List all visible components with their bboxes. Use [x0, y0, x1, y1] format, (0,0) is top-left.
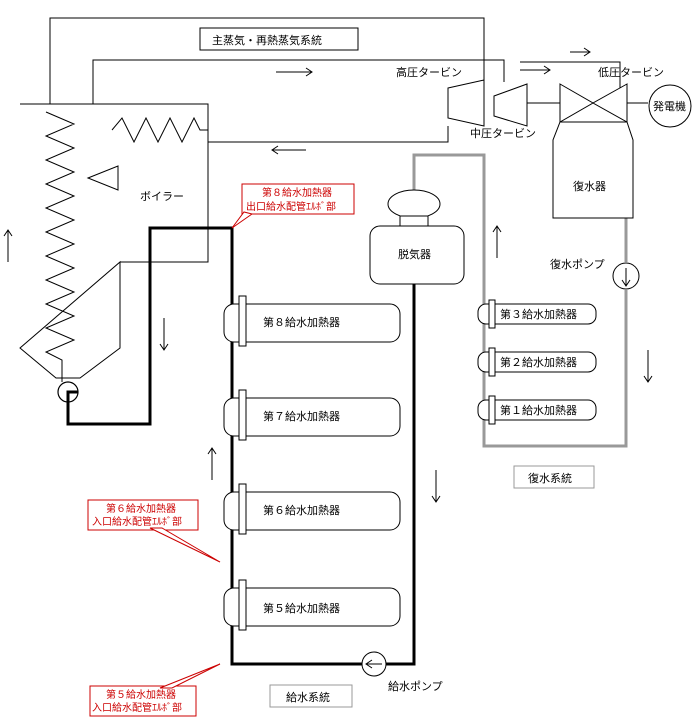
svg-text:出口給水配管ｴﾙﾎﾞ部: 出口給水配管ｴﾙﾎﾞ部	[246, 200, 336, 213]
condensate-pump: 復水ポンプ	[550, 258, 640, 290]
superheater-coil	[44, 111, 76, 382]
arrow-up-icon	[3, 229, 13, 262]
condenser: 復水器	[552, 121, 634, 219]
ip-turbine: 中圧タービン	[470, 83, 536, 140]
heater-5: 第５給水加熱器	[223, 579, 401, 631]
svg-text:第８給水加熱器: 第８給水加熱器	[263, 315, 340, 329]
arrow-down-icon	[431, 470, 441, 503]
callout-heater6-inlet: 第６給水加熱器 入口給水配管ｴﾙﾎﾞ部	[87, 499, 221, 563]
svg-text:第５給水加熱器: 第５給水加熱器	[106, 688, 176, 701]
svg-text:復水ポンプ: 復水ポンプ	[550, 258, 605, 271]
callout-heater8-outlet: 第８給水加熱器 出口給水配管ｴﾙﾎﾞ部	[231, 183, 355, 229]
callout-heater5-inlet: 第５給水加熱器 入口給水配管ｴﾙﾎﾞ部	[89, 663, 221, 717]
svg-text:第６給水加熱器: 第６給水加熱器	[106, 502, 176, 515]
hp-turbine: 高圧タービン	[396, 65, 485, 127]
svg-text:給水ポンプ: 給水ポンプ	[388, 679, 443, 693]
svg-text:第５給水加熱器: 第５給水加熱器	[263, 601, 340, 615]
lp-heaters: 第３給水加熱器 第２給水加熱器 第１給水加熱器	[477, 299, 597, 425]
flow-arrows	[3, 47, 653, 503]
svg-text:入口給水配管ｴﾙﾎﾞ部: 入口給水配管ｴﾙﾎﾞ部	[92, 515, 182, 528]
condensate-piping	[412, 153, 628, 448]
svg-text:中圧タービン: 中圧タービン	[470, 127, 536, 140]
deaerator: 脱気器	[369, 189, 465, 285]
heater-2: 第２給水加熱器	[477, 347, 597, 377]
condensate-system-label: 復水系統	[513, 465, 595, 489]
feedwater-system-label: 給水系統	[269, 684, 353, 708]
svg-text:入口給水配管ｴﾙﾎﾞ部: 入口給水配管ｴﾙﾎﾞ部	[92, 701, 182, 714]
arrow-right-icon	[570, 47, 591, 57]
heater-8: 第８給水加熱器	[223, 295, 401, 347]
reheater-coil	[111, 116, 208, 144]
main-steam-lines	[49, 17, 648, 143]
generator: 発電機	[648, 84, 692, 128]
arrow-left-icon	[271, 145, 306, 155]
main-steam-system-label: 主蒸気・再熱蒸気系統	[199, 27, 359, 51]
svg-text:第８給水加熱器: 第８給水加熱器	[262, 186, 332, 199]
arrow-up-icon	[207, 447, 217, 480]
lp-turbine: 低圧タービン	[559, 66, 664, 123]
arrow-down-icon	[159, 318, 169, 351]
boiler: ボイラー	[19, 103, 209, 403]
boiler-label: ボイラー	[140, 190, 184, 203]
svg-text:第６給水加熱器: 第６給水加熱器	[263, 503, 340, 517]
heater-3: 第３給水加熱器	[477, 299, 597, 329]
svg-text:復水系統: 復水系統	[528, 471, 572, 485]
svg-text:給水系統: 給水系統	[286, 690, 330, 704]
feedwater-pump: 給水ポンプ	[361, 651, 443, 693]
svg-text:第７給水加熱器: 第７給水加熱器	[263, 409, 340, 423]
svg-text:主蒸気・再熱蒸気系統: 主蒸気・再熱蒸気系統	[212, 33, 322, 47]
boiler-outline	[19, 103, 209, 379]
svg-text:第２給水加熱器: 第２給水加熱器	[500, 355, 577, 369]
arrow-right-icon	[276, 67, 313, 77]
svg-text:復水器: 復水器	[573, 180, 606, 193]
arrow-down-icon	[643, 350, 653, 383]
heater-1: 第１給水加熱器	[477, 395, 597, 425]
svg-text:脱気器: 脱気器	[398, 247, 431, 261]
hp-heaters: 第８給水加熱器 第７給水加熱器 第６給水加熱器 第５給水加熱器	[223, 295, 401, 631]
svg-text:第３給水加熱器: 第３給水加熱器	[500, 307, 577, 321]
heater-6: 第６給水加熱器	[223, 483, 401, 535]
arrow-up-icon	[492, 225, 502, 258]
heater-7: 第７給水加熱器	[223, 389, 401, 441]
svg-text:第１給水加熱器: 第１給水加熱器	[500, 403, 577, 417]
arrow-right-icon	[520, 65, 551, 75]
svg-text:低圧タービン: 低圧タービン	[598, 66, 664, 79]
svg-text:発電機: 発電機	[653, 99, 686, 113]
svg-text:高圧タービン: 高圧タービン	[396, 65, 462, 79]
